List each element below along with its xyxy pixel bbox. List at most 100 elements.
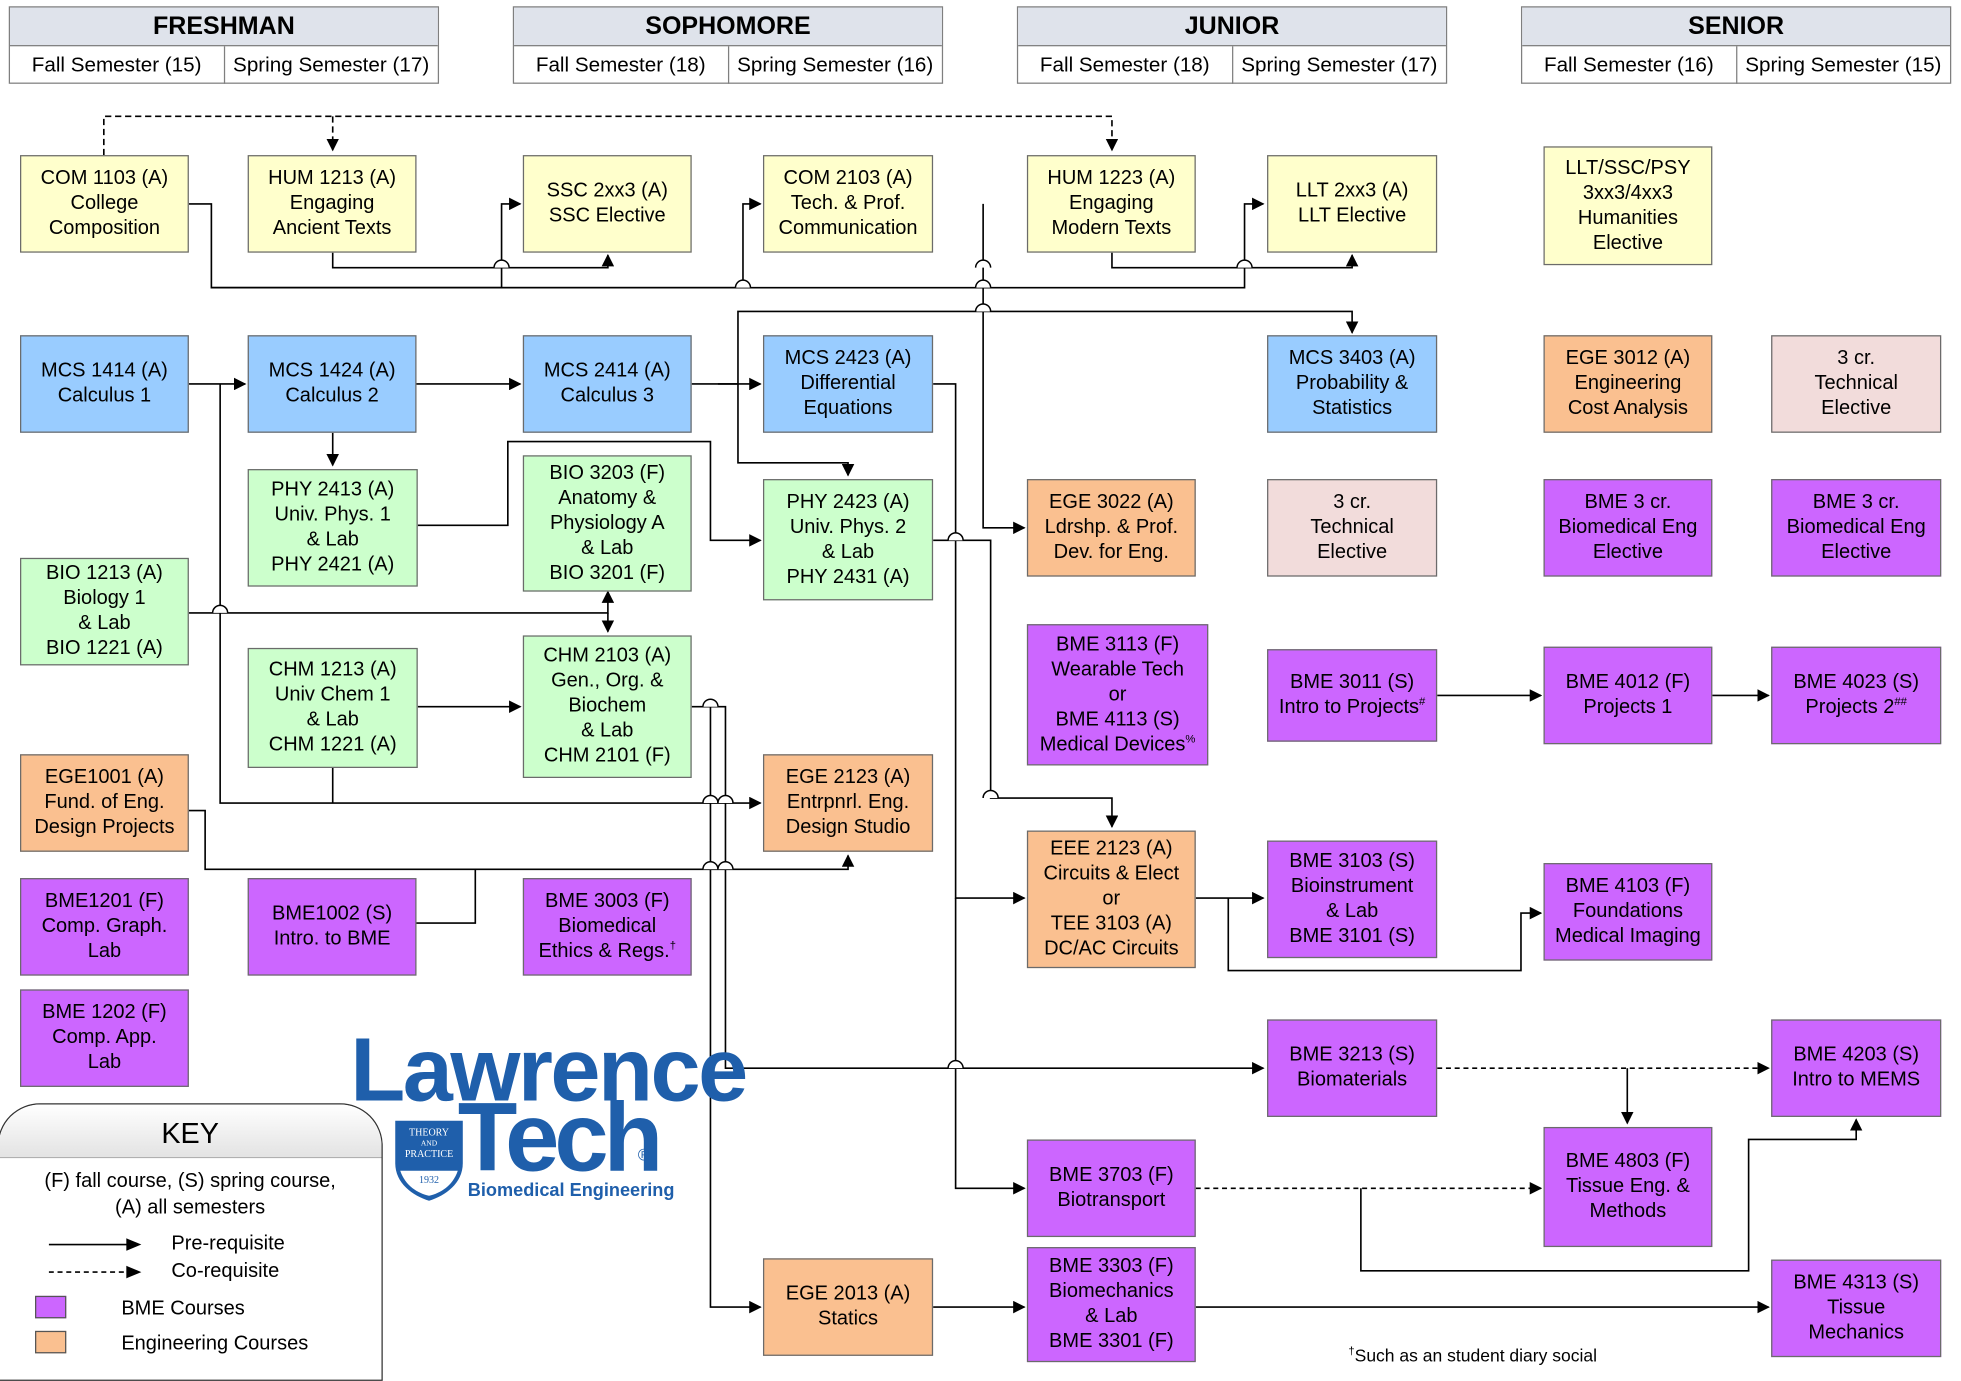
course-bio3203[interactable]: BIO 3203 (F) Anatomy & Physiology A & La… [522, 455, 692, 592]
course-title: Biomechanics [1049, 1280, 1174, 1303]
course-bme1201[interactable]: BME1201 (F) Comp. Graph. Lab [20, 878, 189, 976]
course-title: & Lab [306, 709, 359, 731]
course-technical-elective-junior[interactable]: 3 cr. Technical Elective [1267, 479, 1438, 577]
course-com1103[interactable]: COM 1103 (A) College Composition [20, 155, 189, 253]
course-humanities-elective[interactable]: LLT/SSC/PSY 3xx3/4xx3 Humanities Electiv… [1543, 146, 1713, 266]
course-ege3012[interactable]: EGE 3012 (A) Engineering Cost Analysis [1543, 335, 1713, 433]
course-title: Tissue Eng. & [1565, 1175, 1690, 1198]
legend-corequisite: Co-requisite [171, 1260, 280, 1283]
course-ege3022[interactable]: EGE 3022 (A) Ldrshp. & Prof. Dev. for En… [1026, 479, 1196, 577]
course-code: BME 3213 (S) [1289, 1044, 1415, 1066]
course-code: MCS 3403 (A) [1288, 347, 1416, 369]
course-code: BME 4023 (S) [1793, 671, 1920, 693]
course-title: Univ Chem 1 [274, 684, 391, 706]
course-code: BME 3101 (S) [1289, 925, 1415, 947]
course-code: CHM 1221 (A) [268, 734, 397, 756]
course-mcs3403[interactable]: MCS 3403 (A) Probability & Statistics [1267, 335, 1438, 433]
course-code: BME 3011 (S) [1290, 671, 1415, 693]
course-phy2413[interactable]: PHY 2413 (A) Univ. Phys. 1 & Lab PHY 242… [247, 469, 418, 587]
course-title: Statistics [1312, 397, 1393, 420]
course-mcs2423[interactable]: MCS 2423 (A) Differential Equations [762, 335, 934, 433]
course-title: Comp. Graph. [41, 915, 168, 937]
course-code: HUM 1223 (A) [1047, 167, 1176, 189]
course-ege2013[interactable]: EGE 2013 (A) Statics [762, 1258, 934, 1356]
shield-year: 1932 [419, 1175, 439, 1186]
course-ssc2xx3[interactable]: SSC 2xx3 (A) SSC Elective [522, 155, 692, 253]
fall-semester-label: Fall Semester (18) [535, 53, 706, 77]
course-code: BME 4803 (F) [1565, 1150, 1691, 1172]
course-title: Equations [803, 397, 893, 420]
course-eee2123[interactable]: EEE 2123 (A) Circuits & Elect or TEE 310… [1026, 830, 1196, 969]
course-ege2123[interactable]: EGE 2123 (A) Entrpnrl. Eng. Design Studi… [762, 754, 934, 852]
course-bme4203[interactable]: BME 4203 (S) Intro to MEMS [1771, 1019, 1942, 1117]
course-code: BME 4203 (S) [1793, 1044, 1920, 1066]
course-bme3113[interactable]: BME 3113 (F) Wearable Tech or BME 4113 (… [1026, 624, 1209, 766]
course-title: Gen., Org. & [551, 670, 664, 692]
course-bme1002[interactable]: BME1002 (S) Intro. to BME [247, 878, 417, 976]
spring-semester-label: Spring Semester (17) [1231, 46, 1446, 84]
footnote-mark: # [1419, 695, 1426, 708]
course-title: Physiology A [549, 512, 665, 534]
course-title: SSC Elective [548, 205, 666, 227]
course-bme-elective-spring[interactable]: BME 3 cr. Biomedical Eng Elective [1771, 479, 1942, 577]
legend-key: KEY (F) fall course, (S) spring course, … [0, 1103, 383, 1381]
course-title: Comp. App. [52, 1026, 157, 1049]
fall-semester-label: Fall Semester (15) [31, 53, 202, 77]
course-com2103[interactable]: COM 2103 (A) Tech. & Prof. Communication [762, 155, 934, 253]
course-title: Engineering [1574, 372, 1682, 395]
course-chm2103[interactable]: CHM 2103 (A) Gen., Org. & Biochem & Lab … [522, 635, 692, 778]
course-title: Humanities [1577, 207, 1678, 229]
footnote-text: Such as an student diary social [1354, 1345, 1598, 1366]
course-title: Biomedical [558, 915, 657, 937]
course-mcs1414[interactable]: MCS 1414 (A) Calculus 1 [20, 335, 189, 433]
course-code: BME1002 (S) [272, 903, 393, 925]
course-bme4012[interactable]: BME 4012 (F) Projects 1 [1543, 646, 1713, 745]
course-code: MCS 1414 (A) [41, 360, 168, 382]
course-technical-elective-senior[interactable]: 3 cr. Technical Elective [1771, 335, 1942, 433]
course-ege1001[interactable]: EGE1001 (A) Fund. of Eng. Design Project… [20, 754, 189, 852]
course-bme4103[interactable]: BME 4103 (F) Foundations Medical Imaging [1543, 863, 1713, 961]
course-hum1223[interactable]: HUM 1223 (A) Engaging Modern Texts [1026, 155, 1196, 253]
shield-icon: THEORY AND PRACTICE 1932 [395, 1120, 463, 1201]
course-title: Design Studio [785, 816, 911, 839]
course-mcs1424[interactable]: MCS 1424 (A) Calculus 2 [247, 335, 417, 433]
course-code: BIO 1213 (A) [46, 562, 163, 585]
course-bme3213[interactable]: BME 3213 (S) Biomaterials [1267, 1019, 1438, 1117]
year-title: JUNIOR [1018, 7, 1446, 47]
logo-subtitle: Biomedical Engineering [467, 1180, 675, 1201]
course-title: Methods [1589, 1200, 1667, 1223]
course-title: Probability & [1295, 372, 1409, 395]
course-bme3011[interactable]: BME 3011 (S) Intro to Projects# [1267, 649, 1438, 742]
course-bme3303[interactable]: BME 3303 (F) Biomechanics & Lab BME 3301… [1026, 1247, 1196, 1363]
year-header-junior: JUNIOR Fall Semester (18)Spring Semester… [1016, 6, 1448, 84]
course-bme4803[interactable]: BME 4803 (F) Tissue Eng. & Methods [1543, 1126, 1713, 1248]
course-title: Ancient Texts [272, 217, 392, 239]
course-phy2423[interactable]: PHY 2423 (A) Univ. Phys. 2 & Lab PHY 243… [762, 479, 934, 601]
course-chm1213[interactable]: CHM 1213 (A) Univ Chem 1 & Lab CHM 1221 … [247, 647, 418, 768]
course-bme4313[interactable]: BME 4313 (S) Tissue Mechanics [1771, 1259, 1942, 1358]
course-bme3103[interactable]: BME 3103 (S) Bioinstrument & Lab BME 310… [1267, 840, 1438, 959]
course-mcs2414[interactable]: MCS 2414 (A) Calculus 3 [522, 335, 692, 433]
course-title: & Lab [581, 537, 634, 559]
shield-text: AND [421, 1139, 438, 1148]
course-hum1213[interactable]: HUM 1213 (A) Engaging Ancient Texts [247, 155, 417, 253]
course-code: MCS 1424 (A) [268, 360, 396, 382]
course-bio1213[interactable]: BIO 1213 (A) Biology 1 & Lab BIO 1221 (A… [20, 557, 189, 666]
course-title: Intro to Projects# [1278, 695, 1426, 718]
course-bme4023[interactable]: BME 4023 (S) Projects 2## [1771, 646, 1942, 745]
arrow-legend-icons [48, 1238, 142, 1279]
course-title: Technical [1310, 516, 1394, 538]
course-bme1202[interactable]: BME 1202 (F) Comp. App. Lab [20, 989, 189, 1087]
course-code: 3 cr. [1333, 491, 1372, 513]
course-title: Technical [1814, 372, 1898, 395]
course-bme3003[interactable]: BME 3003 (F) Biomedical Ethics & Regs.† [522, 878, 692, 976]
course-title: Anatomy & [558, 487, 657, 509]
course-code: PHY 2413 (A) [271, 479, 395, 501]
course-bme3703[interactable]: BME 3703 (F) Biotransport [1026, 1139, 1196, 1238]
course-title: Projects 2## [1805, 695, 1907, 718]
course-bme-elective-fall[interactable]: BME 3 cr. Biomedical Eng Elective [1543, 479, 1713, 577]
course-title: Entrpnrl. Eng. [786, 791, 910, 814]
course-code: EGE1001 (A) [44, 766, 164, 789]
course-llt2xx3[interactable]: LLT 2xx3 (A) LLT Elective [1267, 155, 1438, 253]
